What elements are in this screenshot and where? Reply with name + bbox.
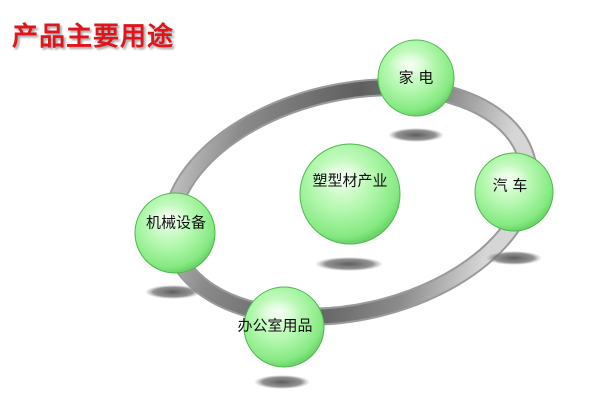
appliance-node: 家 电 [377, 39, 455, 117]
auto-node-shadow [486, 251, 542, 265]
center-node: 塑型材产业 [299, 143, 401, 245]
machinery-node-label: 机械设备 [146, 214, 206, 232]
office-node-shadow [254, 375, 310, 389]
page-title: 产品主要用途 [12, 22, 175, 52]
machinery-node: 机械设备 [134, 192, 216, 274]
appliance-node-shadow [388, 128, 444, 142]
appliance-node-label: 家 电 [399, 69, 434, 87]
office-node: 办公室用品 [237, 286, 325, 368]
office-node-label: 办公室用品 [237, 317, 312, 335]
auto-node-label: 汽 车 [493, 177, 528, 195]
auto-node: 汽 车 [474, 152, 554, 232]
center-node-shadow [315, 257, 383, 271]
center-node-label: 塑型材产业 [312, 172, 387, 190]
machinery-node-shadow [145, 285, 201, 299]
